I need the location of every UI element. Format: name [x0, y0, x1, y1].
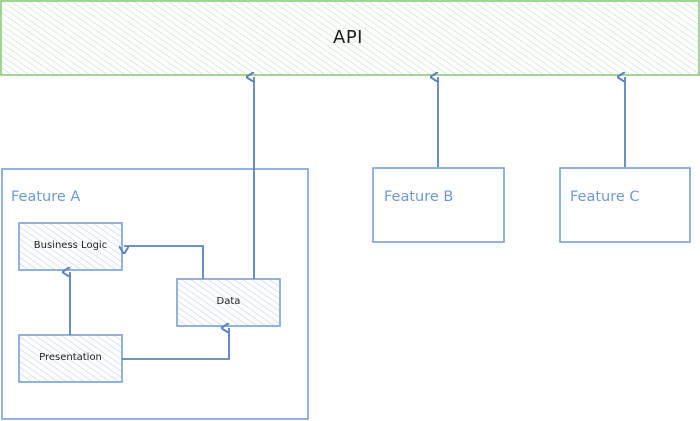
presentation-box[interactable]: [18, 334, 123, 383]
presentation-label: Presentation: [39, 352, 102, 363]
api-box-border: [0, 0, 700, 76]
api-box-fill: [1, 1, 699, 75]
feature-a-container[interactable]: [1, 168, 309, 420]
feature-c-box[interactable]: [559, 167, 691, 243]
data-fill: [177, 279, 280, 326]
arrow-data-to-business-logic[interactable]: [124, 245, 204, 279]
data-label: Data: [216, 296, 241, 307]
feature-b-label: Feature B: [384, 189, 454, 205]
business-logic-fill: [19, 223, 122, 270]
data-box[interactable]: [176, 278, 281, 327]
feature-b-box[interactable]: [372, 167, 505, 243]
presentation-fill: [19, 335, 122, 382]
arrow-presentation-to-data[interactable]: [122, 328, 230, 360]
business-logic-label: Business Logic: [33, 240, 108, 251]
api-box[interactable]: [0, 0, 700, 76]
api-label: API: [333, 27, 363, 48]
feature-c-label: Feature C: [570, 189, 640, 205]
feature-a-label: Feature A: [11, 189, 81, 205]
